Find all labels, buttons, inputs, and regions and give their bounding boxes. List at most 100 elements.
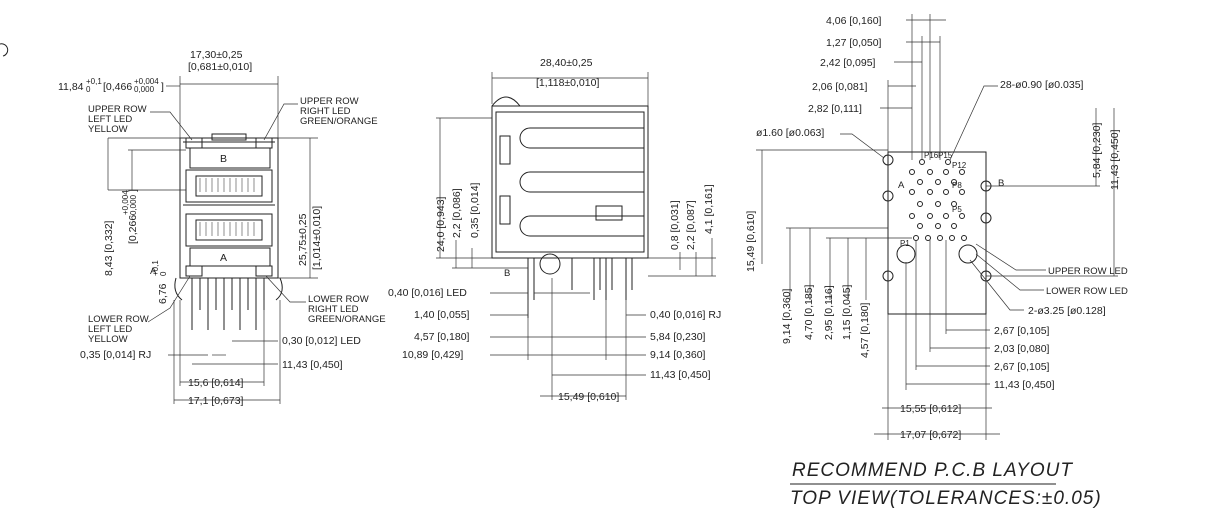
side-dim-5-84: 5,84 [0,230] [650,331,706,343]
dim-15-6: 15,6 [0,614] [188,377,244,389]
upper-left-led-label-2: LEFT LED [88,114,132,125]
pcb-bot-2-03: 2,03 [0,080] [994,343,1050,355]
pcb-dim-4-70: 4,70 [0,185] [803,284,815,340]
upper-left-led-label-3: YELLOW [88,124,128,135]
svg-text:+0,004: +0,004 [121,190,130,215]
upper-port-contacts [199,178,255,192]
hole-1-60-left [882,190,894,202]
pcb-bot-2-67b: 2,67 [0,105] [994,361,1050,373]
hole-3-25-right [958,244,978,264]
side-length-dim-inch: [1,118±0,010] [536,77,599,89]
svg-text:P5: P5 [952,205,962,214]
upper-left-led-label-1: UPPER ROW [88,104,147,115]
side-led-dim: 0,40 [0,016] LED [388,287,467,299]
pitch-dim: 11,43 [0,450] [282,359,343,371]
pcb-b-label: B [998,178,1004,189]
front-width-dim-inch: [0,681±0,010] [188,61,252,73]
svg-text:P1: P1 [900,239,910,248]
side-dim-9-14: 9,14 [0,360] [650,349,706,361]
front-height-dim: 25,75±0,25 [297,213,309,266]
rj-pin-dim: 0,35 [0,014] RJ [80,349,151,361]
pcb-dim-15-49: 15,49 [0,610] [745,211,757,272]
svg-text:]: ] [161,81,164,93]
svg-text:P8: P8 [952,181,962,190]
pcb-dim-9-14: 9,14 [0,360] [781,288,793,344]
side-dim-10-89: 10,89 [0,429] [402,349,463,361]
upper-right-led-label-3: GREEN/ORANGE [300,116,378,127]
side-length-dim: 28,40±0,25 [540,57,593,69]
pcb-bot-2-67a: 2,67 [0,105] [994,325,1050,337]
dim-8-43: 8,43 [0,332] [103,220,115,276]
pcb-dim-11-43-right: 11,43 [0,450] [1109,129,1121,190]
pcb-dim-1-27: 1,27 [0,050] [826,37,882,49]
pcb-bot-17-07: 17,07 [0,672] [900,429,961,441]
lower-left-led-label-3: YELLOW [88,334,128,345]
side-dim-11-43: 11,43 [0,450] [650,369,711,381]
side-height-2-2: 2,2 [0,086] [451,188,463,238]
front-view: B A A [0,43,386,407]
connector-body-front [179,137,279,279]
side-pins [527,253,633,318]
svg-text:+0,004: +0,004 [134,77,159,86]
side-dim-4-57: 4,57 [0,180] [414,331,470,343]
hole-left-3 [882,270,894,282]
side-view: B 28,40±0,25 [1,118±0,010] 24,0 [0,943] … [388,57,721,403]
upper-left-led [185,137,203,149]
lower-right-led [255,265,273,277]
svg-text:]: ] [127,189,139,192]
front-width-dim: 17,30±0,25 [190,49,243,61]
svg-text:P12: P12 [952,161,967,170]
pcb-dim-4-57: 4,57 [0,180] [859,302,871,358]
drawing-title: RECOMMEND P.C.B LAYOUT [792,460,1073,481]
svg-text:0: 0 [86,85,91,94]
lower-left-led [185,265,203,277]
side-right-2-2: 2,2 [0,087] [685,200,697,250]
svg-text:0,000: 0,000 [134,85,155,94]
lower-right-led-label-3: GREEN/ORANGE [308,314,386,325]
pcb-dim-2-95: 2,95 [0,116] [823,285,835,340]
side-dim-15-49: 15,49 [0,610] [558,391,619,403]
offset-dim-inch: [0,466 [103,81,132,93]
lower-left-led-label-2: LEFT LED [88,324,132,335]
svg-text:0,000: 0,000 [129,194,138,215]
side-right-4-1: 4,1 [0,161] [703,184,715,234]
side-dim-1-40: 1,40 [0,055] [414,309,470,321]
dim-17-1: 17,1 [0,673] [188,395,244,407]
pcb-hole-1-60: ø1.60 [ø0.063] [756,127,824,139]
svg-text:+0,1: +0,1 [86,77,102,86]
front-pins [174,277,283,330]
pcb-holes-28: 28-ø0.90 [ø0.035] [1000,79,1084,91]
pcb-dim-2-06: 2,06 [0,081] [812,81,868,93]
pin-labels: P16 P15 P12 P8 P5 P1 [900,151,967,248]
dim-6-76: 6,76 [157,283,169,304]
lower-port-contacts [199,222,255,236]
lower-right-led-label-2: RIGHT LED [308,304,359,315]
front-height-dim-inch: [1,014±0,010] [311,206,323,270]
port-b-label: B [220,153,227,165]
pcb-a-label: A [898,180,905,191]
upper-port [185,169,273,203]
side-a-marker: A [150,266,157,277]
pcb-holes-3-25: 2-ø3.25 [ø0.128] [1028,305,1106,317]
upper-right-led-label-2: RIGHT LED [300,106,351,117]
pcb-dim-2-82: 2,82 [0,111] [808,103,862,115]
port-a-label: A [220,252,227,264]
pcb-dim-2-42: 2,42 [0,095] [820,57,876,69]
led-pin-dim: 0,30 [0,012] LED [282,335,361,347]
pcb-lower-row-led: LOWER ROW LED [1046,286,1128,297]
dim-0-266: [0,266 [127,215,139,244]
pcb-dim-4-06: 4,06 [0,160] [826,15,882,27]
hole-1-60-top [882,154,894,166]
pcb-footprint-outline [887,151,987,315]
pcb-pin-grid [909,159,967,241]
svg-text:+0,1: +0,1 [151,260,160,276]
svg-text:P16: P16 [924,151,939,160]
pcb-dim-1-15: 1,15 [0,045] [841,284,853,340]
svg-text:0: 0 [159,271,168,276]
side-height-24: 24,0 [0,943] [435,196,447,252]
side-right-0-8: 0,8 [0,031] [669,200,681,250]
side-b-marker: B [504,268,510,279]
upper-right-led-label-1: UPPER ROW [300,96,359,107]
